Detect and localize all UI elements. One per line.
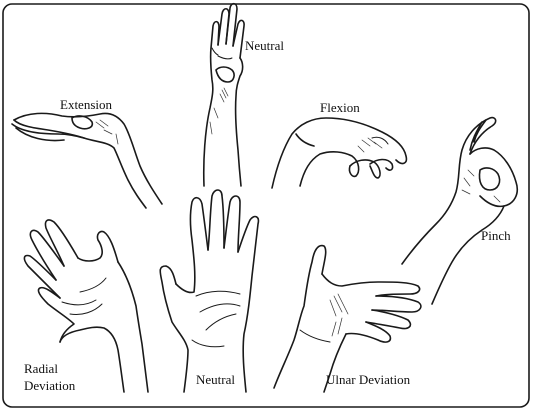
label-extension: Extension [60,97,112,112]
flexion-arm-drawing [271,117,408,189]
extension-arm-drawing [11,112,163,209]
ulnar-deviation-hand-drawing [273,244,422,393]
neutral-palm-hand-drawing [159,189,260,393]
neutral-vertical-arm-drawing [202,2,245,187]
label-neutral-bottom: Neutral [196,372,235,387]
radial-deviation-hand-drawing [23,219,149,393]
label-flexion: Flexion [320,100,360,115]
figure-border [2,3,530,408]
pinch-arm-drawing [401,116,519,305]
label-radial-deviation-line1: Radial [24,361,58,376]
label-radial-deviation-line2: Deviation [24,378,76,393]
label-ulnar-deviation: Ulnar Deviation [326,372,411,387]
label-pinch: Pinch [481,228,511,243]
label-neutral-top: Neutral [245,38,284,53]
